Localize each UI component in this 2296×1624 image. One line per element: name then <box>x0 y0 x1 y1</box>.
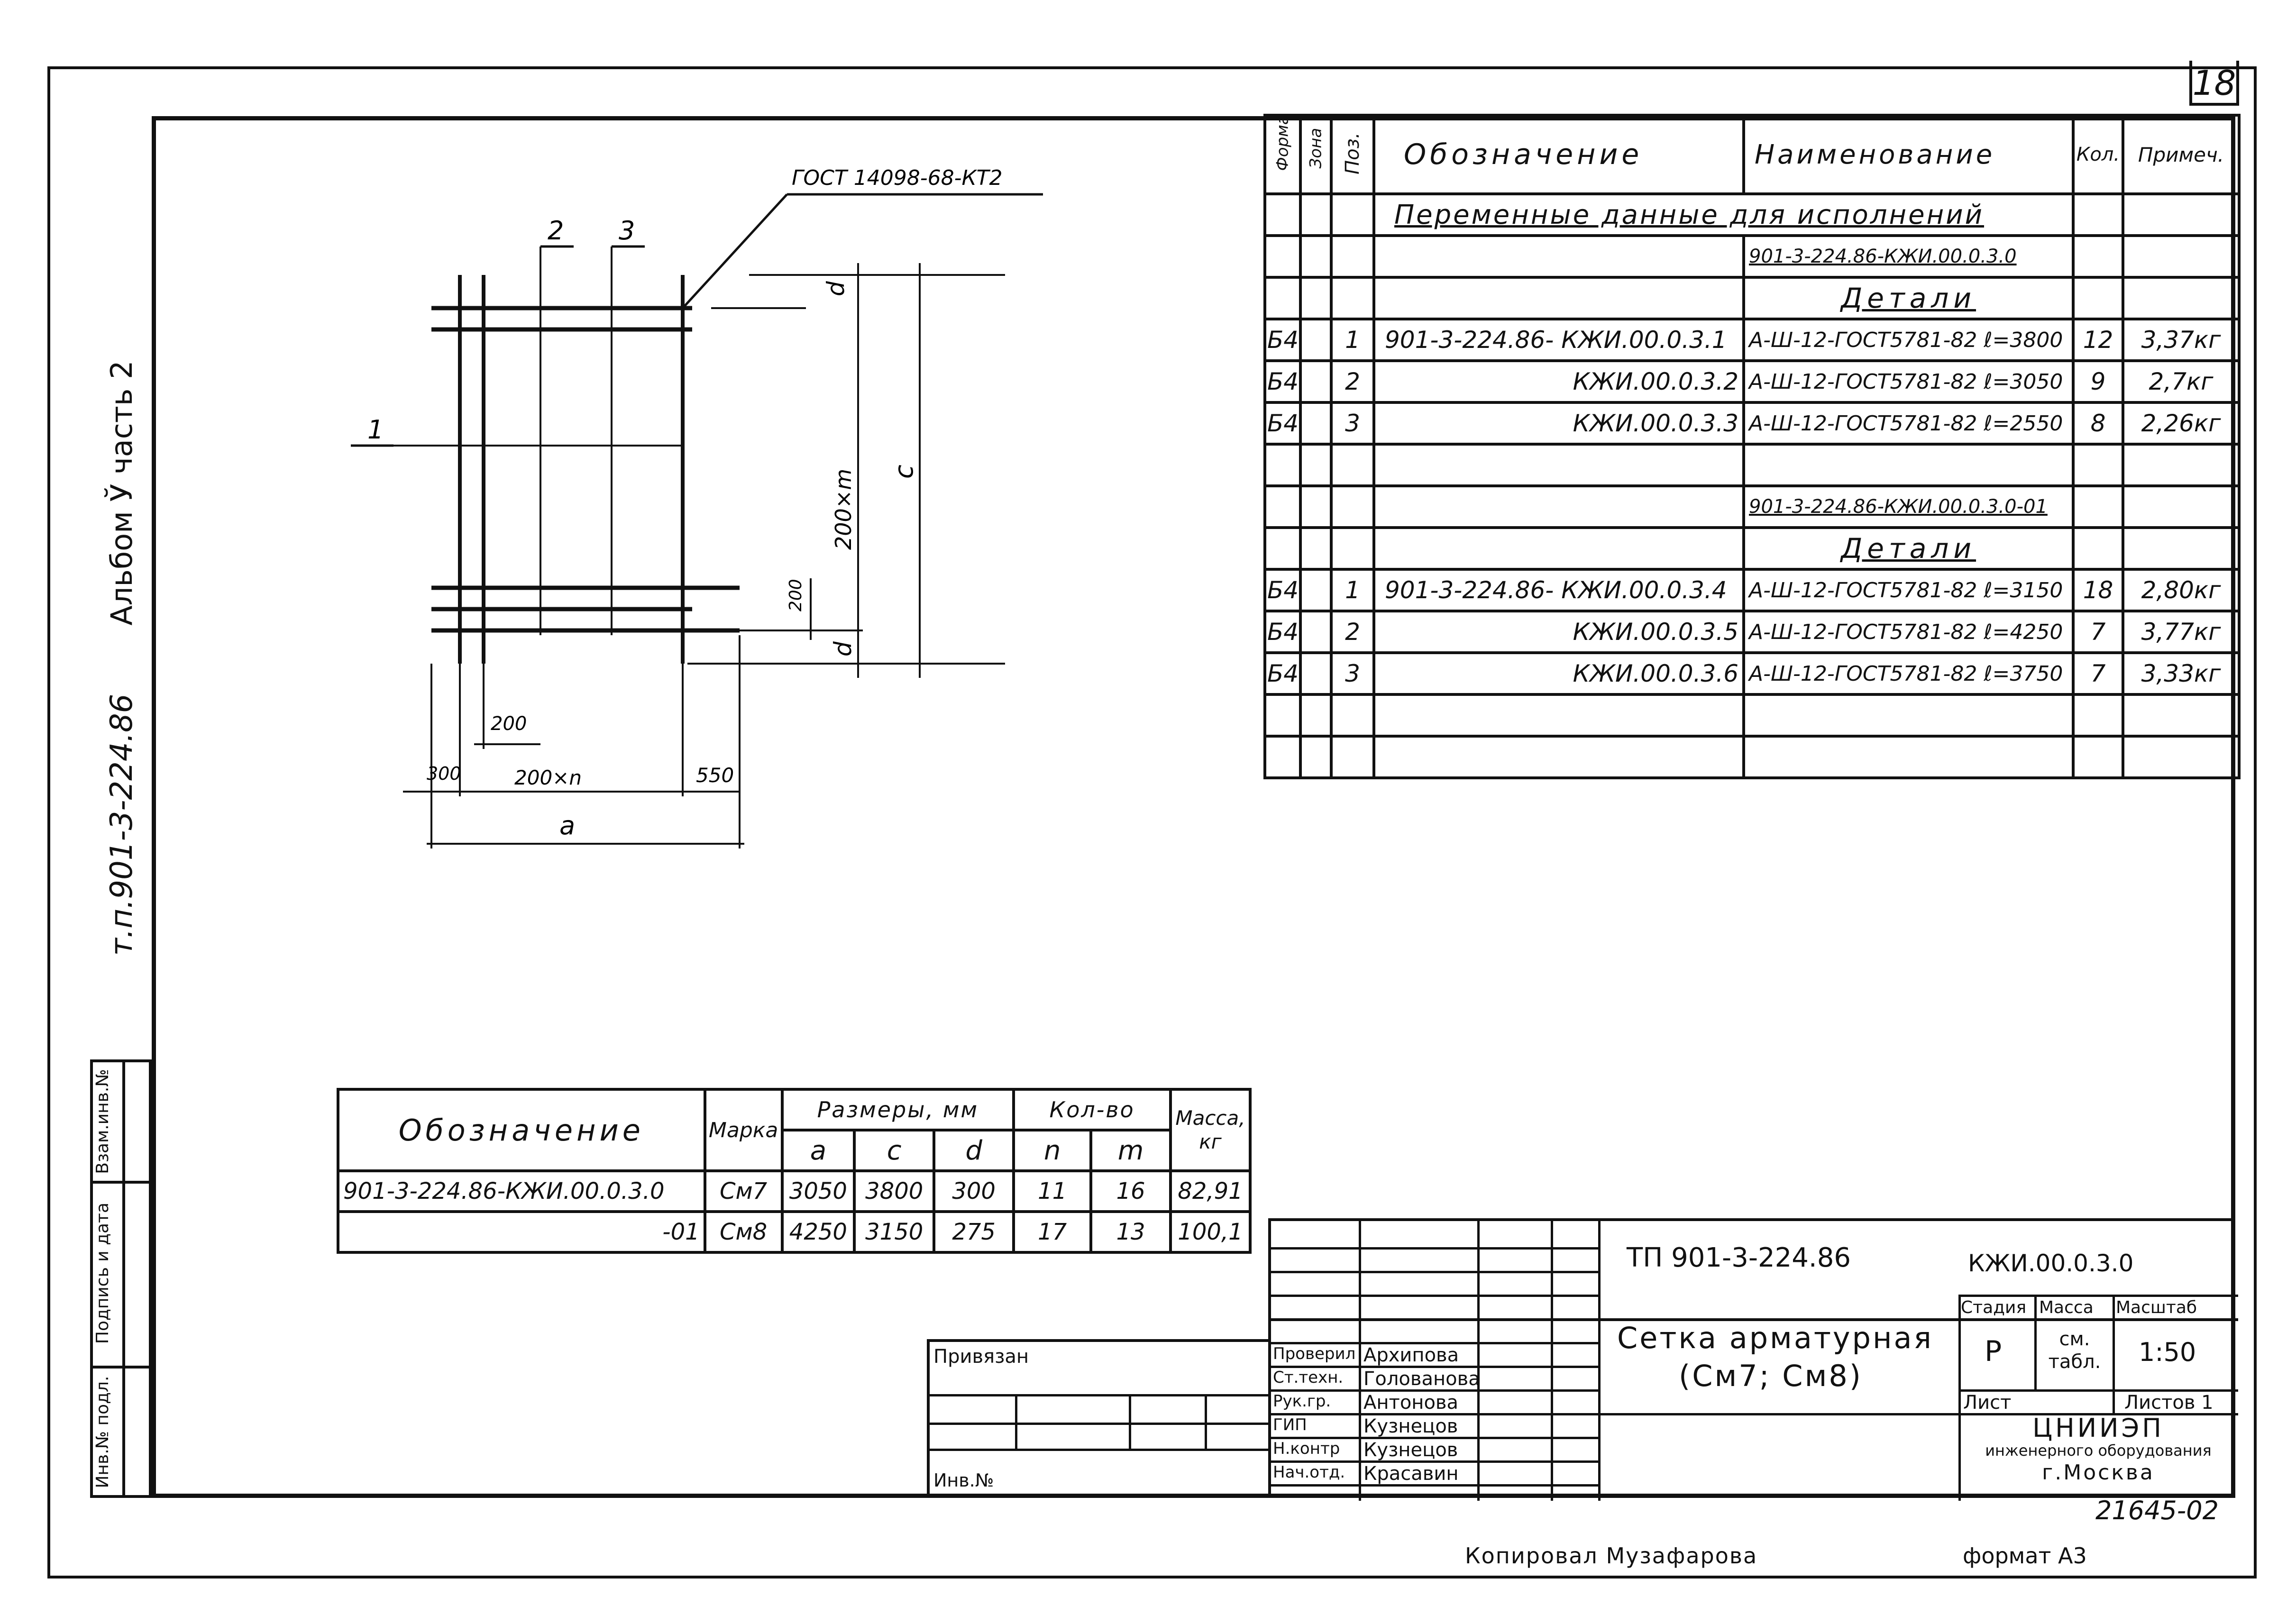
dim-a: a <box>559 811 575 840</box>
spec-row: Б4 2 КЖИ.00.0.3.5 А-Ш-12-ГОСТ5781-82 ℓ=4… <box>1263 610 2241 654</box>
group2-code: 901-3-224.86-КЖИ.00.0.3.0-01 <box>1749 496 2048 518</box>
spec-row: Б4 1 901-3-224.86- КЖИ.00.0.3.4 А-Ш-12-Г… <box>1263 568 2241 612</box>
doc-code: КЖИ.00.0.3.0 <box>1968 1250 2134 1277</box>
name-5: Кузнецов <box>1363 1439 1458 1461</box>
sheet-number: 18 <box>2189 61 2239 106</box>
dim-200m: 200×m <box>831 469 856 550</box>
stage-value: Р <box>1985 1335 2002 1368</box>
hdr-format: Формат <box>1273 115 1292 171</box>
inv-podl-label: Инв.№ подл. <box>93 1376 112 1488</box>
group1-details: Детали <box>1840 282 1976 314</box>
mass-header: Масса <box>2039 1298 2094 1317</box>
specification-table: Формат Зона Поз. Обозначение Наименовани… <box>1263 114 2241 779</box>
bound-label: Привязан <box>933 1346 1029 1368</box>
dim-200n: 200×n <box>514 766 582 789</box>
side-stamp-column: Взам.инв.№ Подпись и дата Инв.№ подл. <box>90 1059 152 1498</box>
mass-value: см. табл. <box>2048 1328 2101 1373</box>
hdr-pos: Поз. <box>1342 132 1363 174</box>
doc-title-line2: (См7; См8) <box>1679 1359 1863 1393</box>
pos1-label: 1 <box>367 415 384 445</box>
vzam-inv-label: Взам.инв.№ <box>93 1069 112 1174</box>
bom-hdr-mass: Масса, кг <box>1169 1088 1252 1172</box>
dim-300: 300 <box>427 763 461 784</box>
title-block: ТП 901-3-224.86 КЖИ.00.0.3.0 Сетка армат… <box>1268 1218 2238 1501</box>
role-1: Проверил <box>1273 1344 1356 1363</box>
spec-row: Б4 3 КЖИ.00.0.3.6 А-Ш-12-ГОСТ5781-82 ℓ=3… <box>1263 651 2241 696</box>
bom-hdr-designation: Обозначение <box>337 1088 706 1172</box>
bom-hdr-qty: Кол-во <box>1012 1088 1172 1131</box>
podpis-data-label: Подпись и дата <box>93 1202 112 1344</box>
org-city: г.Москва <box>2042 1460 2155 1485</box>
gost-label: ГОСТ 14098-68-КТ2 <box>792 166 1003 190</box>
bom-table: Обозначение Марка Размеры, мм Кол-во Мас… <box>337 1088 1252 1254</box>
mesh-drawing: ГОСТ 14098-68-КТ2 2 3 1 d 200×m c 200 d … <box>351 166 1043 848</box>
stage-header: Стадия <box>1961 1298 2027 1317</box>
inv-label: Инв.№ <box>933 1470 994 1491</box>
binding-block: Привязан Инв.№ <box>927 1339 1268 1498</box>
spec-row: Б4 3 КЖИ.00.0.3.3 А-Ш-12-ГОСТ5781-82 ℓ=2… <box>1263 401 2241 446</box>
dim-c: c <box>889 465 919 479</box>
doc-title-line1: Сетка арматурная <box>1617 1321 1933 1355</box>
org-sub: инженерного оборудования <box>1985 1442 2212 1460</box>
dim-d-bottom: d <box>829 641 857 657</box>
bom-hdr-mark: Марка <box>703 1088 784 1172</box>
copied-by: Копировал Музафарова <box>1465 1543 1758 1569</box>
tp-code: ТП 901-3-224.86 <box>1627 1242 1851 1273</box>
hdr-qty: Кол. <box>2072 114 2124 195</box>
pos3-label: 3 <box>619 216 635 246</box>
dim-200-h: 200 <box>491 713 527 735</box>
spec-row: Б4 1 901-3-224.86- КЖИ.00.0.3.1 А-Ш-12-Г… <box>1263 318 2241 362</box>
name-1: Архипова <box>1363 1344 1459 1366</box>
org-name: ЦНИИЭП <box>2032 1413 2164 1443</box>
scale-value: 1:50 <box>2139 1337 2196 1367</box>
sheet-header: Лист <box>1963 1392 2012 1414</box>
sheet-format: формат А3 <box>1963 1543 2087 1569</box>
inner-frame <box>152 116 2235 1498</box>
dim-200-v: 200 <box>786 579 805 611</box>
hdr-note: Примеч. <box>2122 114 2241 195</box>
group2-details: Детали <box>1840 532 1976 565</box>
scale-header: Масштаб <box>2116 1298 2197 1317</box>
hdr-designation: Обозначение <box>1372 114 1745 195</box>
sheets-header: Листов 1 <box>2124 1392 2214 1414</box>
role-6: Нач.отд. <box>1273 1463 1345 1482</box>
name-4: Кузнецов <box>1363 1415 1458 1437</box>
variable-data-title: Переменные данные для исполнений <box>1394 199 1985 230</box>
outer-frame <box>47 66 2257 1578</box>
name-6: Красавин <box>1363 1463 1459 1485</box>
spec-row: Б4 2 КЖИ.00.0.3.2 А-Ш-12-ГОСТ5781-82 ℓ=3… <box>1263 359 2241 404</box>
role-2: Ст.техн. <box>1273 1368 1344 1387</box>
role-4: ГИП <box>1273 1415 1307 1434</box>
group1-code: 901-3-224.86-КЖИ.00.0.3.0 <box>1749 246 2017 267</box>
bom-row: -01 См8 4250 3150 275 17 13 100,1 <box>337 1210 1252 1254</box>
archive-stamp: 21645-02 <box>2095 1496 2219 1525</box>
dim-550: 550 <box>696 764 734 787</box>
project-side-label: т.п.901-3-224.86 <box>104 693 139 956</box>
name-3: Антонова <box>1363 1392 1458 1414</box>
dim-d-top: d <box>822 281 850 296</box>
hdr-zone: Зона <box>1306 128 1326 169</box>
role-3: Рук.гр. <box>1273 1392 1331 1411</box>
bom-row: 901-3-224.86-КЖИ.00.0.3.0 См7 3050 3800 … <box>337 1169 1252 1213</box>
album-label: Альбом Ў часть 2 <box>104 360 139 626</box>
bom-hdr-sizes: Размеры, мм <box>780 1088 1015 1131</box>
name-2: Голованова <box>1363 1368 1480 1390</box>
hdr-name: Наименование <box>1742 114 2075 195</box>
pos2-label: 2 <box>548 216 564 246</box>
role-5: Н.контр <box>1273 1439 1340 1458</box>
